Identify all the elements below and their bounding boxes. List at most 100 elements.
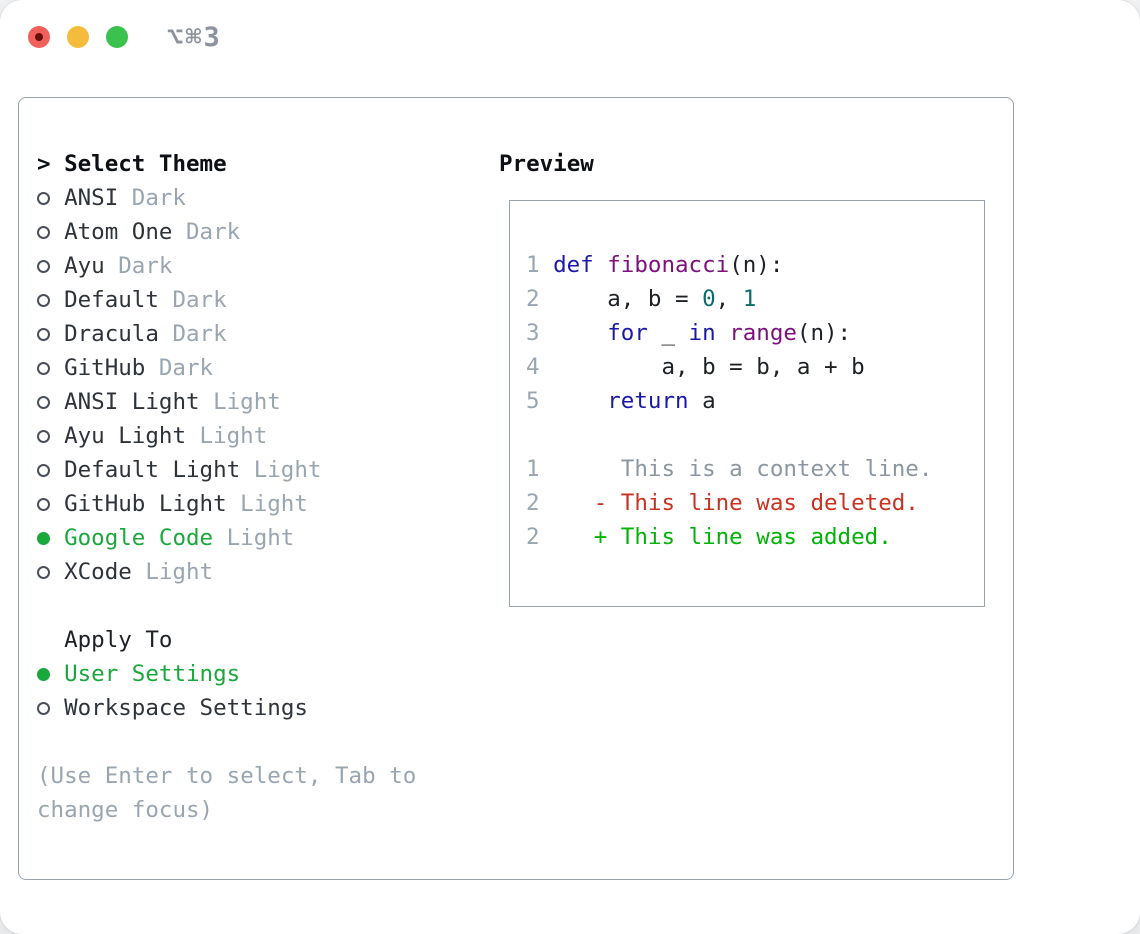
theme-option[interactable]: Default Dark: [37, 283, 416, 317]
line-number: 2: [526, 286, 540, 312]
variant-tag: Light: [145, 559, 214, 585]
spacer: [37, 725, 416, 759]
line-number: 3: [526, 320, 540, 346]
code-token: + This line was added.: [593, 524, 892, 550]
theme-option[interactable]: Dracula Dark: [37, 317, 416, 351]
code-token: This is a context line.: [553, 456, 933, 482]
code-token: a, b = b, a + b: [553, 354, 865, 380]
close-button[interactable]: [28, 26, 50, 48]
theme-option[interactable]: ANSI Dark: [37, 181, 416, 215]
line-number: 5: [526, 388, 540, 414]
variant-tag: Dark: [131, 185, 186, 211]
line-number: 2: [526, 524, 540, 550]
theme-option[interactable]: Ayu Dark: [37, 249, 416, 283]
option-label: Google Code: [64, 525, 214, 551]
code-token: [553, 490, 594, 516]
option-label: ANSI: [64, 185, 119, 211]
apply-to-header: Apply To: [37, 623, 416, 657]
variant-tag: Light: [226, 525, 295, 551]
apply-to-option[interactable]: User Settings: [37, 657, 416, 691]
theme-option[interactable]: XCode Light: [37, 555, 416, 589]
open-circle-icon: [37, 260, 50, 273]
preview-line: 4 a, b = b, a + b: [526, 350, 984, 384]
theme-option[interactable]: Google Code Light: [37, 521, 416, 555]
line-number: 1: [526, 252, 540, 278]
radio-icon: [37, 181, 64, 215]
open-circle-icon: [37, 702, 50, 715]
help-text-line: (Use Enter to select, Tab to: [37, 763, 417, 789]
code-token: 1: [742, 286, 757, 312]
option-label: GitHub: [64, 355, 146, 381]
code-token: a: [688, 388, 716, 414]
apply-to-option[interactable]: Workspace Settings: [37, 691, 416, 725]
option-label: Default: [64, 287, 159, 313]
radio-selected-icon: [37, 521, 64, 555]
window-title: ⌥⌘3: [167, 22, 222, 53]
option-label: ANSI Light: [64, 389, 200, 415]
code-token: (n):: [729, 252, 784, 278]
variant-tag: Dark: [118, 253, 173, 279]
radio-icon: [37, 283, 64, 317]
option-label: XCode: [64, 559, 132, 585]
theme-option[interactable]: GitHub Dark: [37, 351, 416, 385]
line-number: 2: [526, 490, 540, 516]
radio-selected-icon: [37, 657, 64, 691]
variant-tag: Dark: [172, 321, 227, 347]
open-circle-icon: [37, 396, 50, 409]
radio-icon: [37, 487, 64, 521]
theme-option[interactable]: Atom One Dark: [37, 215, 416, 249]
minimize-button[interactable]: [67, 26, 89, 48]
select-theme-title: Select Theme: [64, 151, 227, 177]
traffic-lights: [28, 26, 128, 48]
option-label: GitHub Light: [64, 491, 227, 517]
option-label: Dracula: [64, 321, 159, 347]
open-circle-icon: [37, 192, 50, 205]
preview-line: 3 for _ in range(n):: [526, 316, 984, 350]
open-circle-icon: [37, 226, 50, 239]
radio-icon: [37, 453, 64, 487]
code-token: [553, 388, 607, 414]
radio-icon: [37, 317, 64, 351]
theme-option[interactable]: Default Light Light: [37, 453, 416, 487]
code-token: for: [607, 320, 648, 346]
option-label: Ayu: [64, 253, 105, 279]
preview-line: 5 return a: [526, 384, 984, 418]
zoom-button[interactable]: [106, 26, 128, 48]
titlebar: ⌥⌘3: [0, 0, 1140, 75]
open-circle-icon: [37, 464, 50, 477]
apply-to-title: Apply To: [64, 627, 173, 653]
option-label: Workspace Settings: [64, 695, 308, 721]
variant-tag: Light: [253, 457, 322, 483]
radio-icon: [37, 351, 64, 385]
line-number: 1: [526, 456, 540, 482]
code-token: 0: [702, 286, 716, 312]
spacer: [37, 589, 416, 623]
option-label: Atom One: [64, 219, 173, 245]
variant-tag: Dark: [158, 355, 214, 381]
code-token: def: [553, 252, 608, 278]
variant-tag: Dark: [172, 287, 227, 313]
open-circle-icon: [37, 362, 50, 375]
preview-line: 2 - This line was deleted.: [526, 486, 984, 520]
preview-title: Preview: [499, 151, 594, 177]
code-token: [716, 320, 730, 346]
option-label: Default Light: [64, 457, 241, 483]
code-token: [553, 524, 594, 550]
help-text-line: change focus): [37, 797, 214, 823]
variant-tag: Light: [199, 423, 268, 449]
code-token: _: [647, 320, 689, 346]
code-token: a, b =: [553, 286, 703, 312]
variant-tag: Dark: [185, 219, 241, 245]
code-token: (n):: [796, 320, 852, 346]
preview-line: 2 + This line was added.: [526, 520, 984, 554]
